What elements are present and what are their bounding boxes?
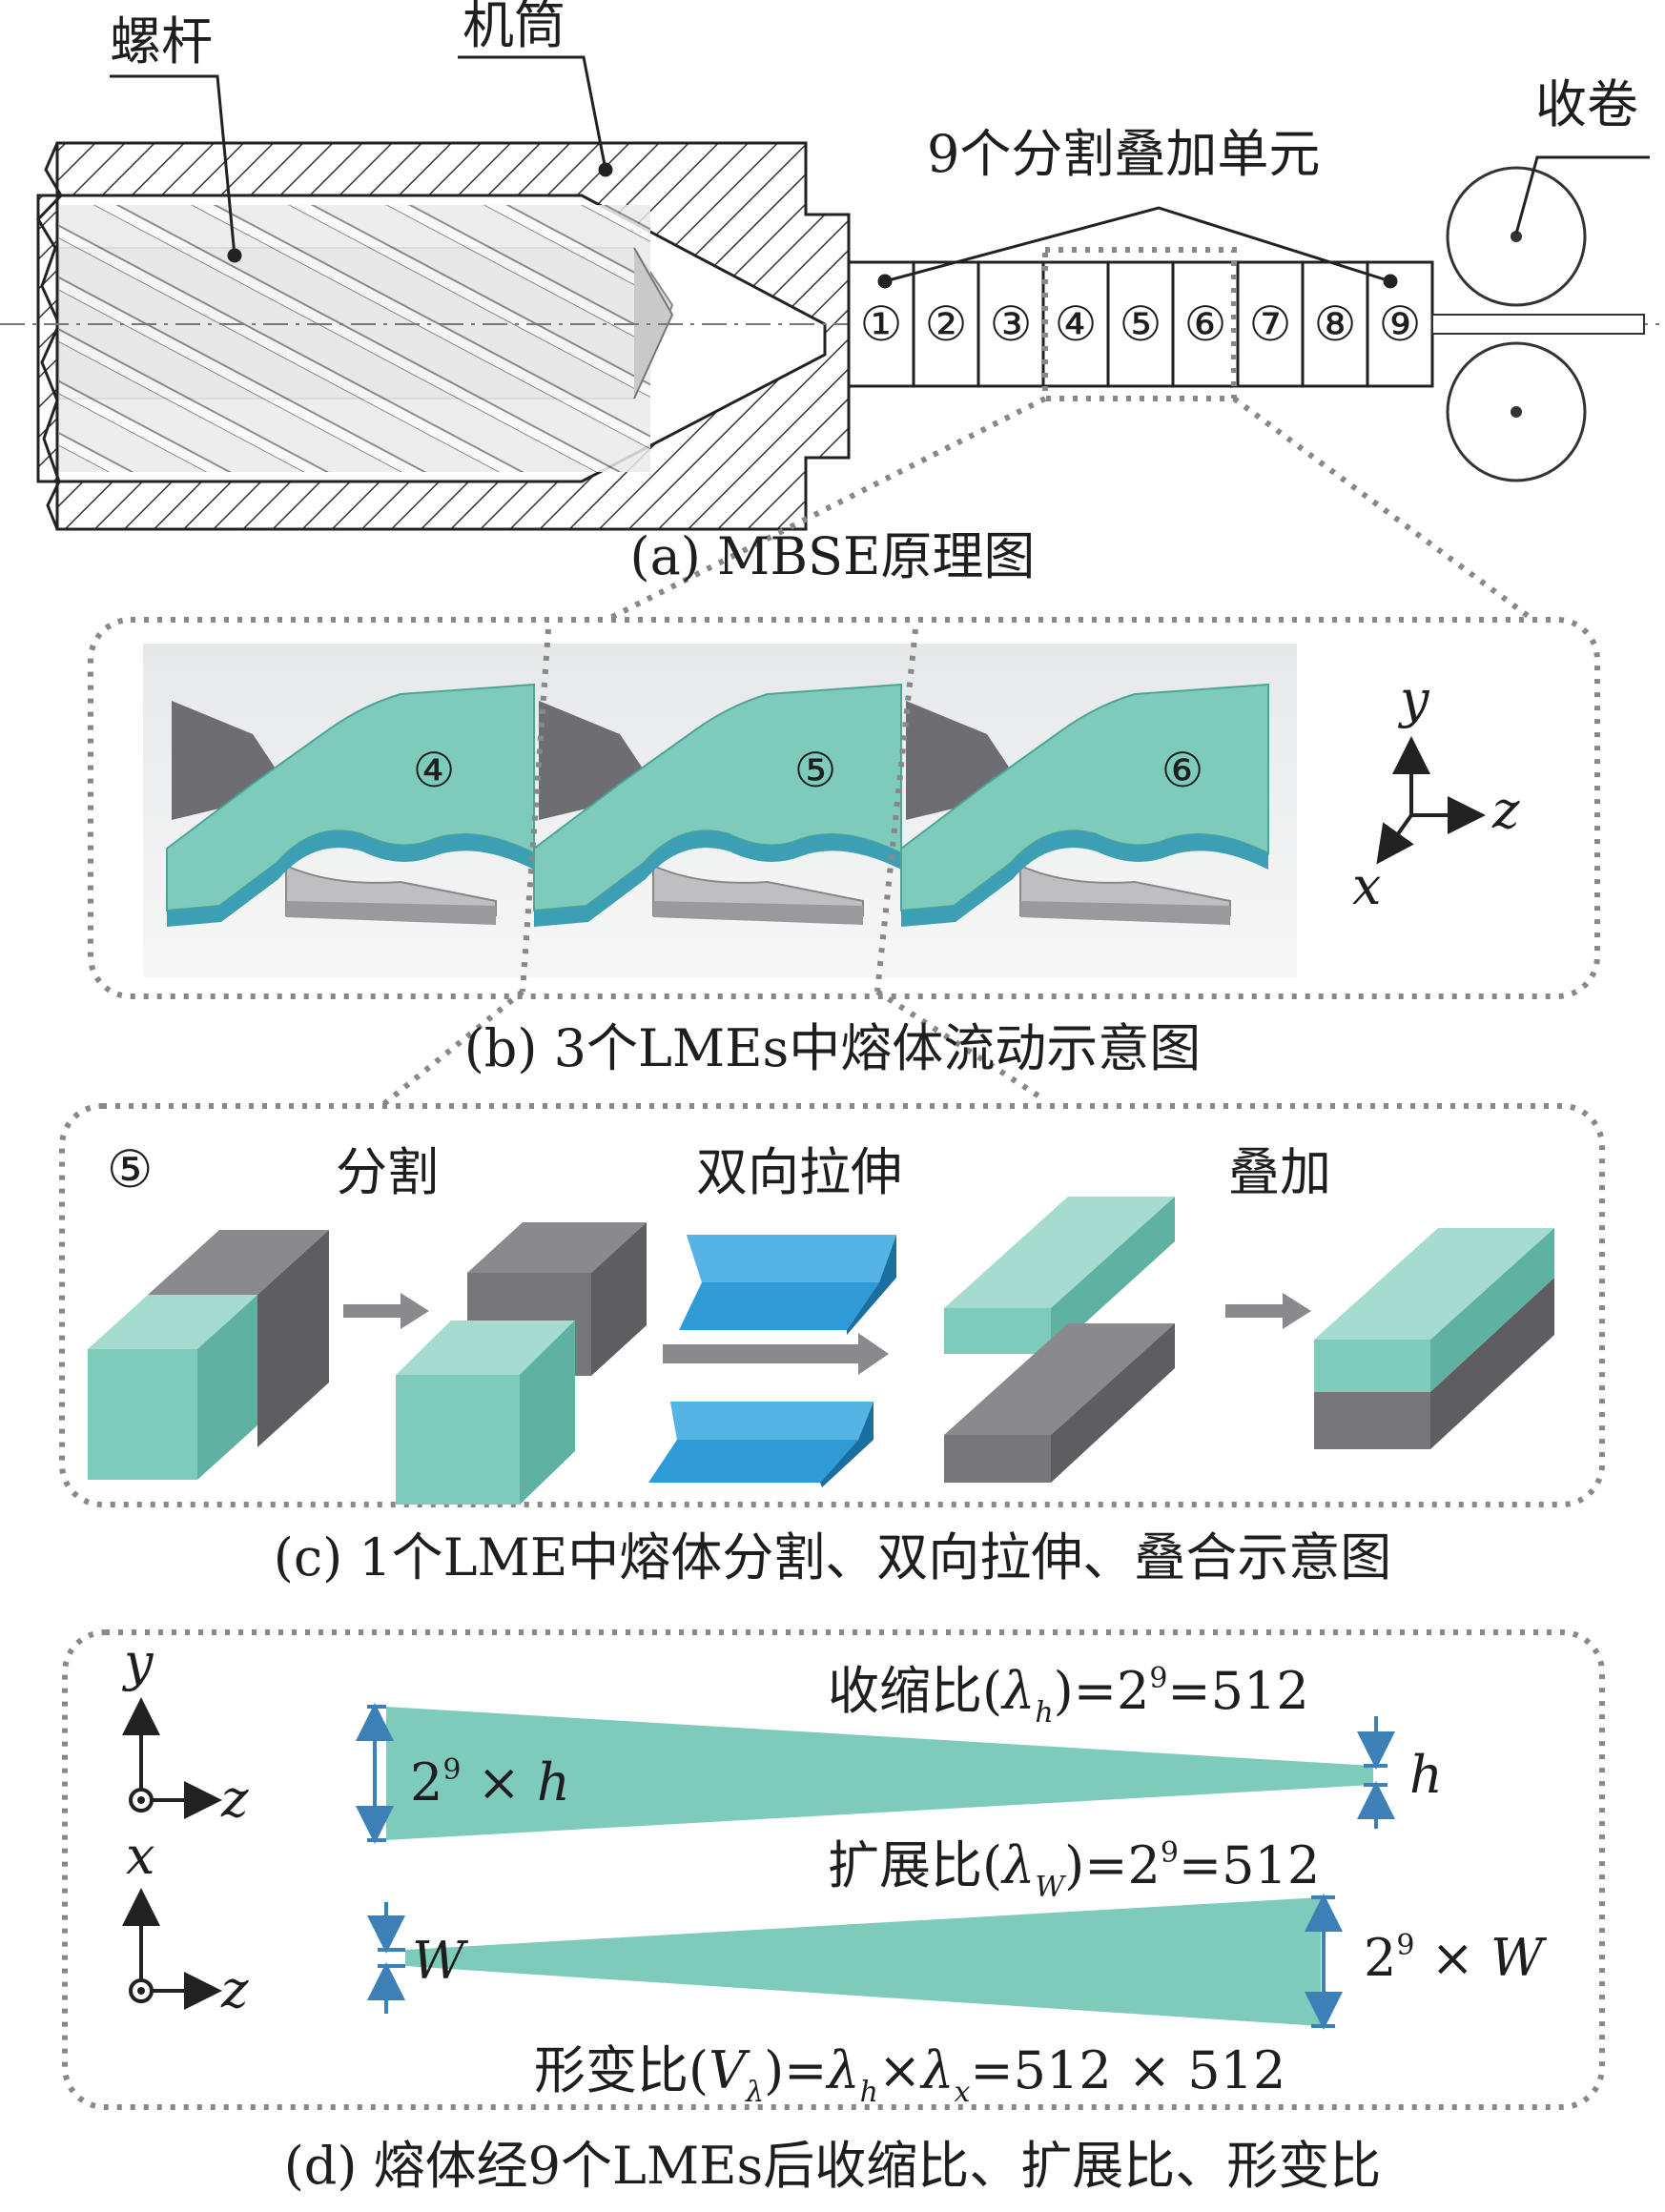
unit-label-c: ⑤: [107, 1139, 153, 1199]
step-stack: 叠加: [1228, 1142, 1331, 1202]
lme-label: ⑤: [794, 743, 837, 798]
unit-number: ⑧: [1314, 297, 1357, 352]
expand-wedge: [405, 1897, 1321, 2026]
narrow-label: W: [412, 1931, 469, 1991]
lme-label: ④: [413, 743, 456, 798]
axis-z-b: z: [1491, 780, 1520, 840]
shrink-ratio: 收缩比(λh)=29=512: [828, 1661, 1309, 1730]
panel-c-diagram: ⑤ 分割 双向拉伸 叠加: [88, 1139, 1554, 1505]
shrink-wedge: [386, 1707, 1373, 1840]
axis-z-d2: z: [220, 1959, 249, 2019]
unit-number: ③: [990, 297, 1033, 352]
axis-y-b: y: [1398, 669, 1430, 729]
thin-label: h: [1409, 1745, 1443, 1805]
unit-number: ②: [925, 297, 968, 352]
wide-label: 29 × W: [1364, 1928, 1548, 1988]
unit-number: ①: [860, 297, 903, 352]
step-stretch: 双向拉伸: [696, 1142, 902, 1202]
unit-number: ⑨: [1379, 297, 1422, 352]
expand-ratio: 扩展比(λW)=29=512: [828, 1835, 1320, 1904]
barrel: [36, 141, 851, 531]
panel-b-frame: [88, 617, 1600, 999]
caption-c: (c) 1个LME中熔体分割、双向拉伸、叠合示意图: [274, 1527, 1391, 1587]
unit-number: ⑦: [1249, 297, 1292, 352]
caption-d: (d) 熔体经9个LMEs后收缩比、扩展比、形变比: [284, 2136, 1382, 2196]
lme-section: [900, 683, 1269, 927]
caption-b: (b) 3个LMEs中熔体流动示意图: [464, 1018, 1202, 1078]
label-winding: 收卷: [1535, 74, 1638, 134]
lme-section: [166, 683, 535, 927]
label-units: 9个分割叠加单元: [927, 124, 1320, 184]
lme-section: [533, 683, 902, 927]
deform-ratio: 形变比(Vλ)=λh×λx=512 × 512: [534, 2040, 1285, 2109]
panel-c-frame: [59, 1103, 1605, 1507]
axis-y-d: y: [122, 1632, 154, 1692]
label-barrel: 机筒: [462, 0, 565, 55]
panel-b-diagram: ④ ⑤ ⑥ y z x: [143, 628, 1520, 1109]
panel-d-diagram: y z x z 收缩比(λh)=29: [122, 1632, 1548, 2109]
unit-number: ⑥: [1184, 297, 1227, 352]
axis-z-d1: z: [220, 1769, 249, 1829]
axis-x-d: x: [126, 1826, 154, 1886]
unit-number: ④: [1055, 297, 1098, 352]
label-screw: 螺杆: [110, 11, 213, 72]
axis-x-b: x: [1352, 856, 1381, 916]
step-split: 分割: [336, 1142, 439, 1202]
thick-label: 29 × h: [410, 1752, 570, 1813]
lme-label: ⑥: [1161, 743, 1204, 798]
unit-number: ⑤: [1120, 297, 1162, 352]
caption-a: (a) MBSE原理图: [630, 526, 1036, 586]
